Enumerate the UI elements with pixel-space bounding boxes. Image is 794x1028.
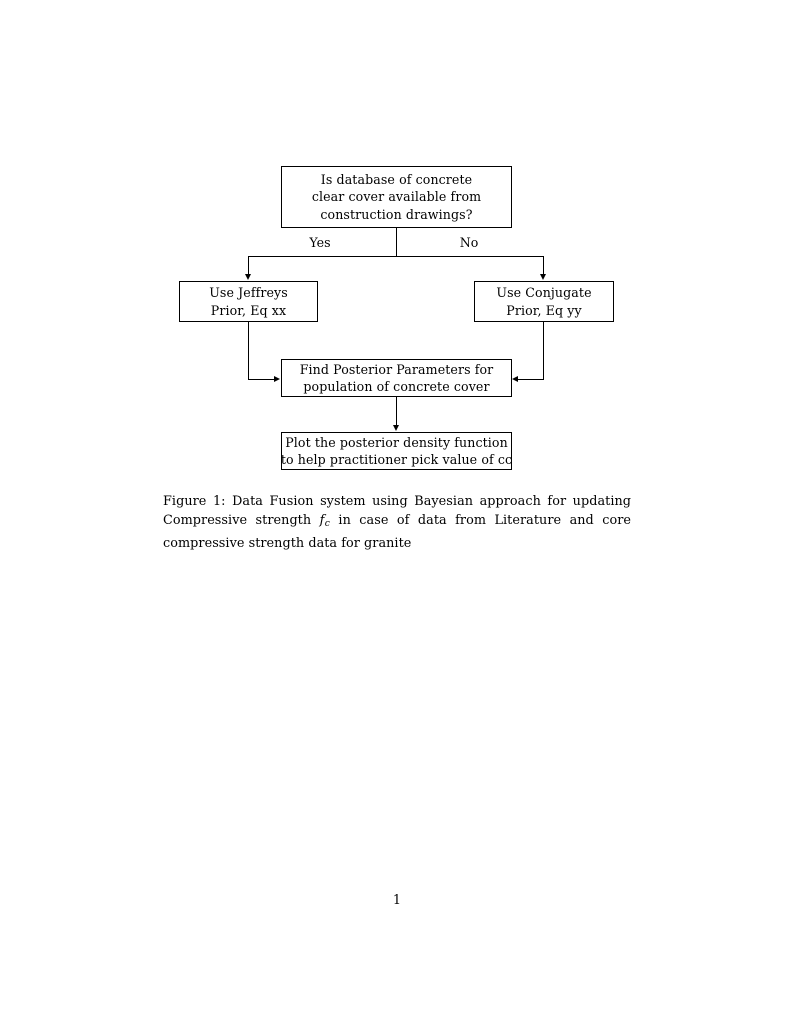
flowchart-node-find-posterior: Find Posterior Parameters for population… [281, 359, 512, 397]
caption-label: Figure 1: [163, 494, 226, 509]
node-plot-line-1: Plot the posterior density function [285, 434, 508, 450]
page-number: 1 [392, 893, 402, 908]
connector-conjugate-left [518, 379, 544, 380]
connector-posterior-to-plot [396, 397, 397, 426]
node-plot-line-2: to help practitioner pick value of cc [280, 452, 513, 467]
arrowhead-posterior-to-plot [393, 425, 399, 431]
caption-text-after-math: in case of data from Literature and core… [163, 513, 632, 551]
node-conjugate-line-1: Use Conjugate [496, 285, 592, 300]
flowchart-figure: Is database of concrete clear cover avai… [0, 0, 794, 490]
node-posterior-line-1: Find Posterior Parameters for [299, 361, 494, 377]
connector-no-drop [543, 256, 544, 275]
arrowhead-jeffreys-to-posterior [274, 375, 280, 382]
figure-caption: Figure 1: Data Fusion system using Bayes… [163, 492, 631, 553]
caption-math-symbol: fc [319, 513, 330, 530]
flowchart-node-jeffreys-prior: Use Jeffreys Prior, Eq xx [179, 281, 318, 322]
flowchart-node-conjugate-prior: Use Conjugate Prior, Eq yy [474, 281, 614, 322]
connector-jeffreys-right [248, 379, 274, 380]
caption-math-base: f [319, 513, 325, 529]
flowchart-node-question: Is database of concrete clear cover avai… [281, 166, 512, 228]
node-question-line-1: Is database of concrete [320, 171, 473, 187]
flowchart-node-plot-density: Plot the posterior density function to h… [281, 432, 512, 470]
arrowhead-no-to-conjugate [540, 274, 546, 280]
branch-label-no: No [456, 236, 482, 250]
connector-yes-drop [248, 256, 249, 275]
node-jeffreys-line-2: Prior, Eq xx [210, 302, 287, 318]
connector-conjugate-down [543, 322, 544, 379]
node-conjugate-line-2: Prior, Eq yy [506, 302, 582, 318]
connector-question-stem [396, 228, 397, 256]
arrowhead-conjugate-to-posterior [512, 375, 518, 382]
node-jeffreys-line-1: Use Jeffreys [209, 285, 288, 300]
arrowhead-yes-to-jeffreys [245, 274, 251, 280]
branch-label-yes: Yes [306, 236, 334, 250]
node-question-line-3: construction drawings? [320, 206, 473, 222]
caption-math-subscript: c [324, 518, 330, 530]
caption-text-before-math: Data Fusion system using Bayesian approa… [163, 494, 631, 529]
node-question-line-2: clear cover available from [311, 189, 482, 205]
connector-branch-bar [248, 256, 544, 257]
node-posterior-line-2: population of concrete cover [303, 379, 490, 394]
connector-jeffreys-down [248, 322, 249, 379]
